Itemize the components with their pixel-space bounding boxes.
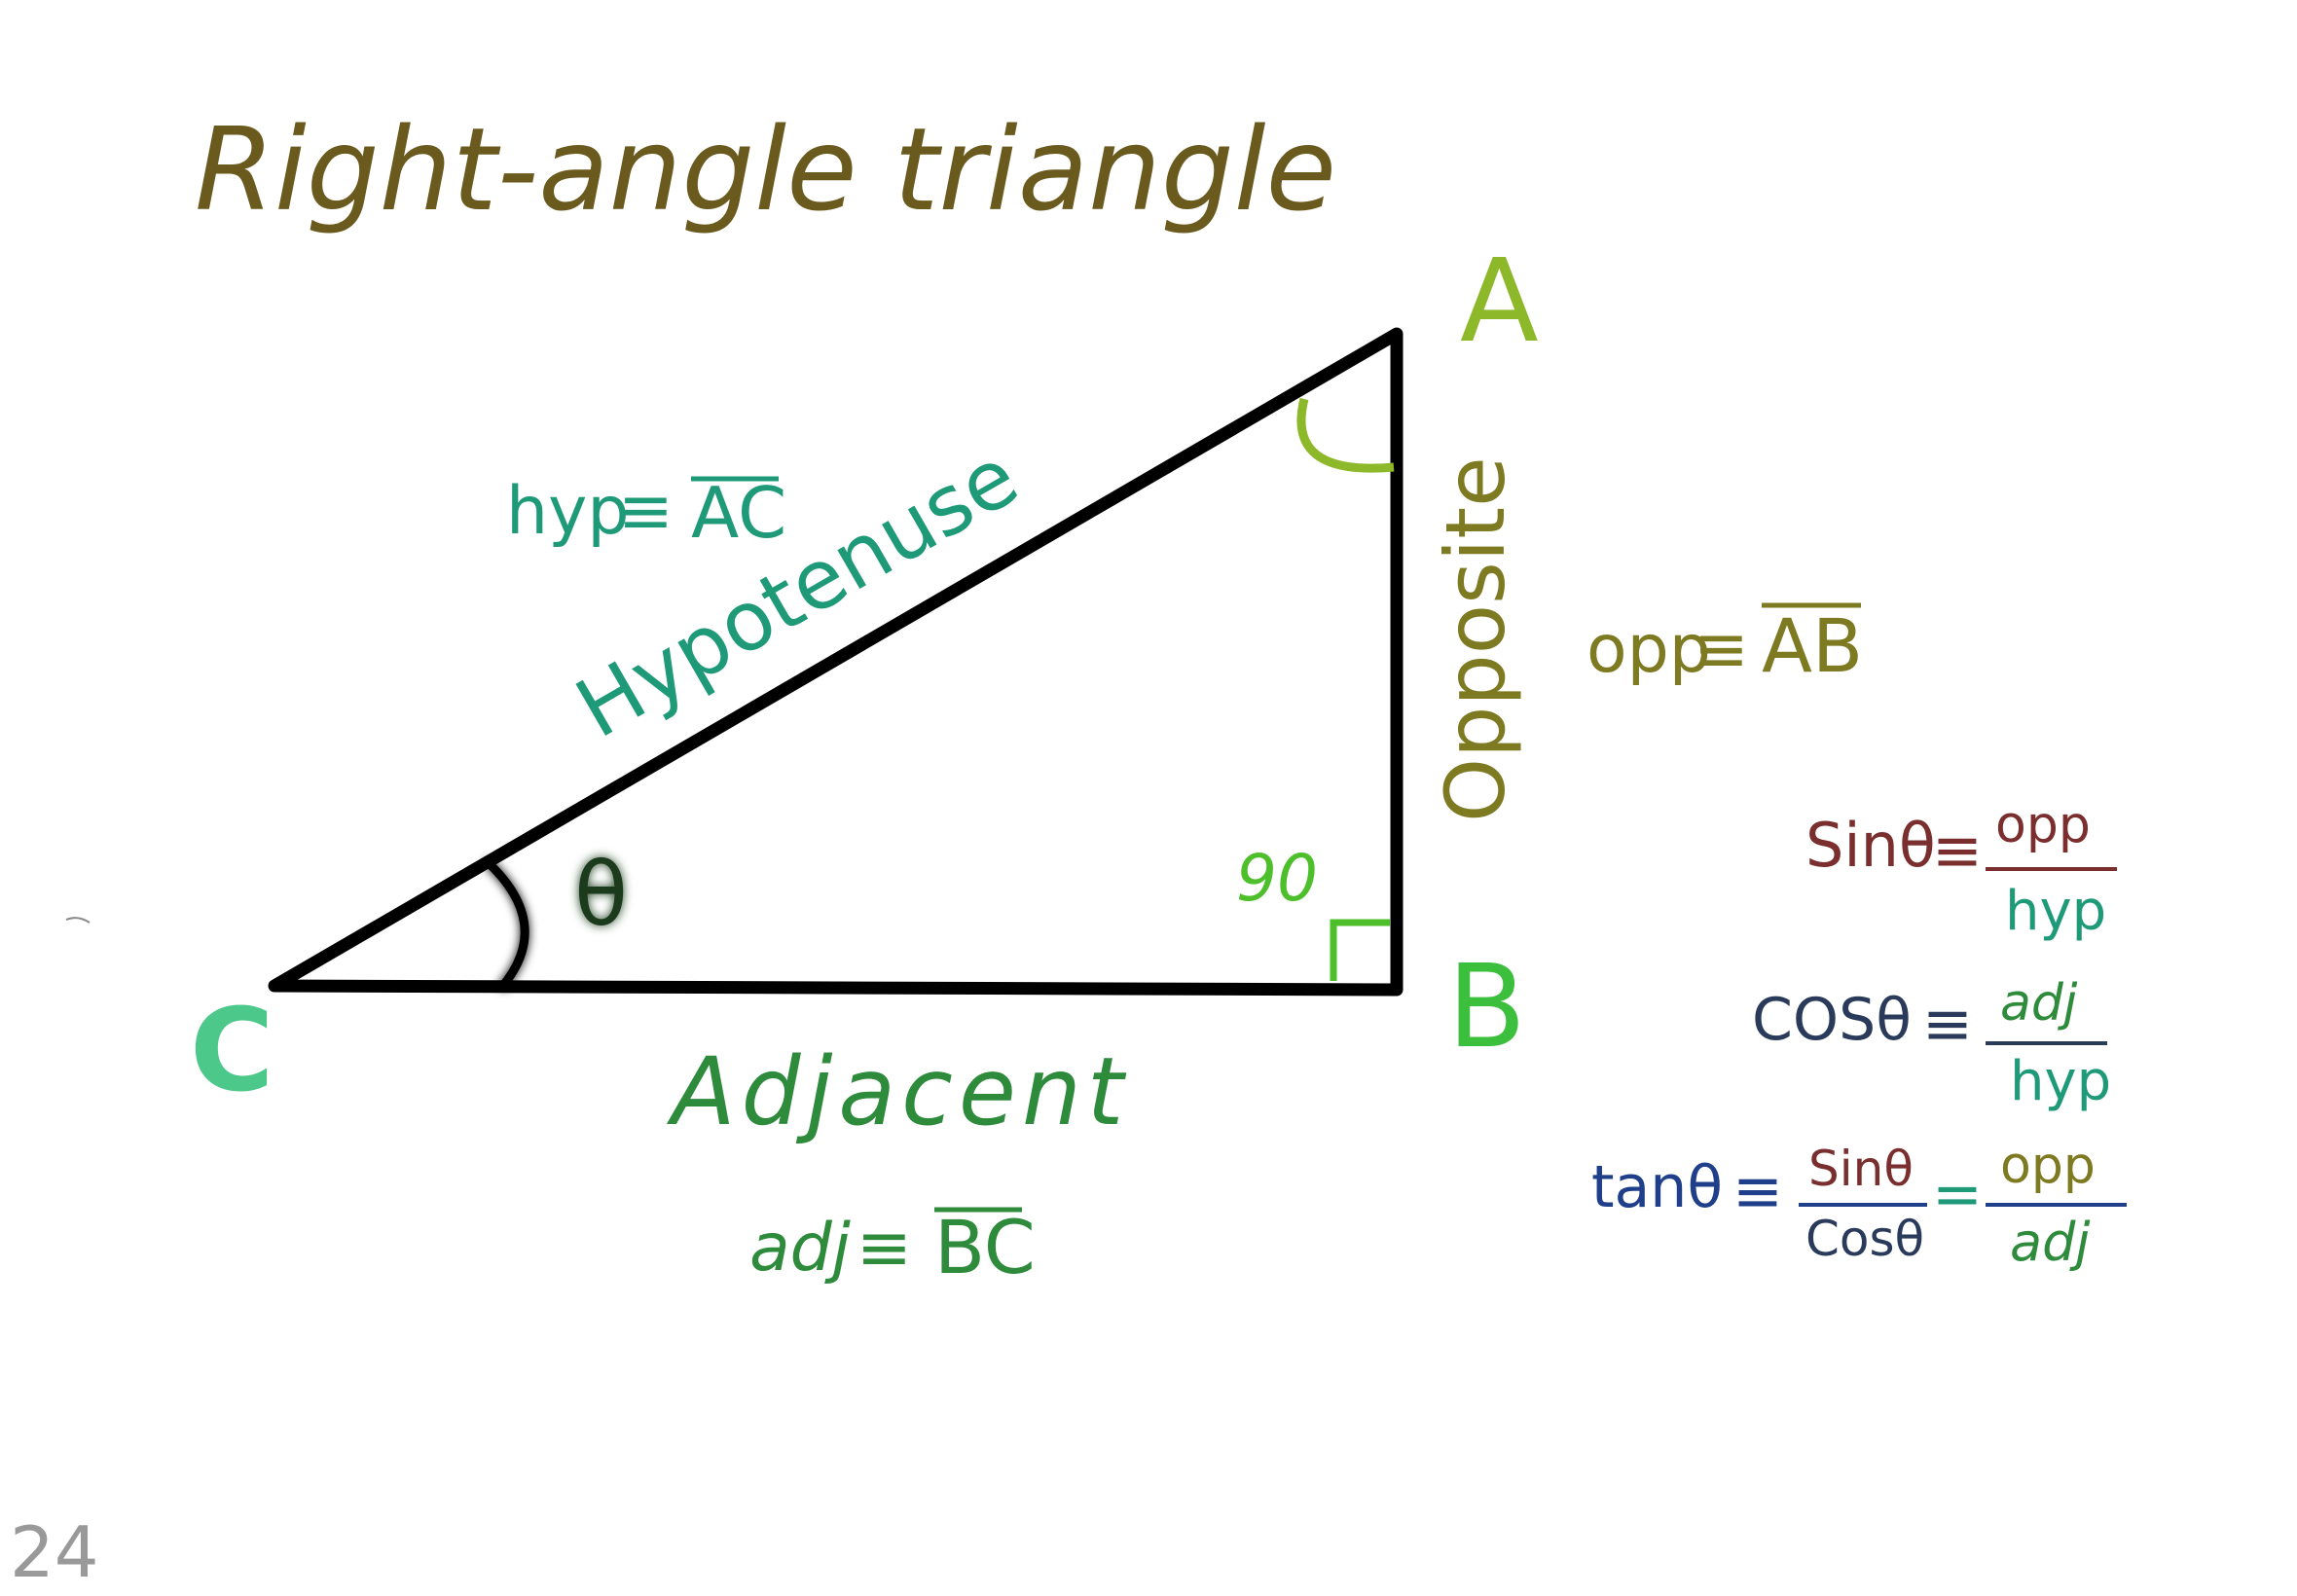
page-number: 24 [10,1511,99,1593]
cos-formula: COSθ ≡ adj hyp [1752,974,2111,1113]
right-angle-marker [1330,919,1390,981]
cos-lhs: COSθ [1752,986,1912,1054]
adj-abbr: adj [749,1210,851,1287]
opp-abbr: opp [1586,611,1711,688]
opp-equiv-symbol: ≡ [1694,611,1749,688]
tan-equiv-symbol: ≡ [1732,1155,1783,1226]
theta-angle-arc [483,857,529,991]
tan-numerator-1: Sinθ [1808,1141,1914,1197]
hyp-segment: AC [691,472,786,554]
hyp-definition: hyp ≡ AC [506,472,786,554]
cos-numerator: adj [2000,974,2078,1033]
opposite-label: Opposite [1428,456,1523,822]
tan-formula: tanθ ≡ Sinθ Cosθ = opp adj [1591,1137,2127,1273]
tan-equals-symbol: = [1932,1158,1983,1229]
vertex-b-label: B [1447,939,1526,1073]
angle-a-arc [1296,397,1395,473]
hyp-abbr: hyp [506,473,630,550]
page-title: Right-angle triangle [195,102,1336,236]
theta-label: θ [574,844,628,946]
tan-lhs: tanθ [1591,1153,1723,1221]
tan-numerator-2: opp [2000,1137,2096,1195]
adjacent-label: Adjacent [666,1037,1129,1146]
tan-denominator-1: Cosθ [1805,1211,1924,1267]
hyp-equiv-symbol: ≡ [618,473,674,550]
stray-pen-mark [65,917,91,924]
sin-equiv-symbol: ≡ [1932,815,1983,886]
sin-denominator: hyp [2005,880,2106,943]
adj-segment: BC [934,1204,1036,1290]
right-triangle [268,327,1404,997]
adj-definition: adj ≡ BC [749,1204,1036,1290]
opp-segment: AB [1762,602,1863,689]
sin-numerator: opp [1995,796,2091,854]
tan-denominator-2: adj [2010,1212,2090,1273]
right-angle-label: 90 [1236,841,1318,916]
cos-denominator: hyp [2010,1050,2111,1113]
sin-lhs: Sinθ [1805,810,1936,881]
vertex-c-label: C [190,983,274,1117]
sin-formula: Sinθ ≡ opp hyp [1805,796,2117,943]
cos-equiv-symbol: ≡ [1922,988,1973,1059]
adj-equiv-symbol: ≡ [857,1210,912,1287]
vertex-a-label: A [1460,234,1539,368]
opp-definition: opp ≡ AB [1586,602,1863,689]
